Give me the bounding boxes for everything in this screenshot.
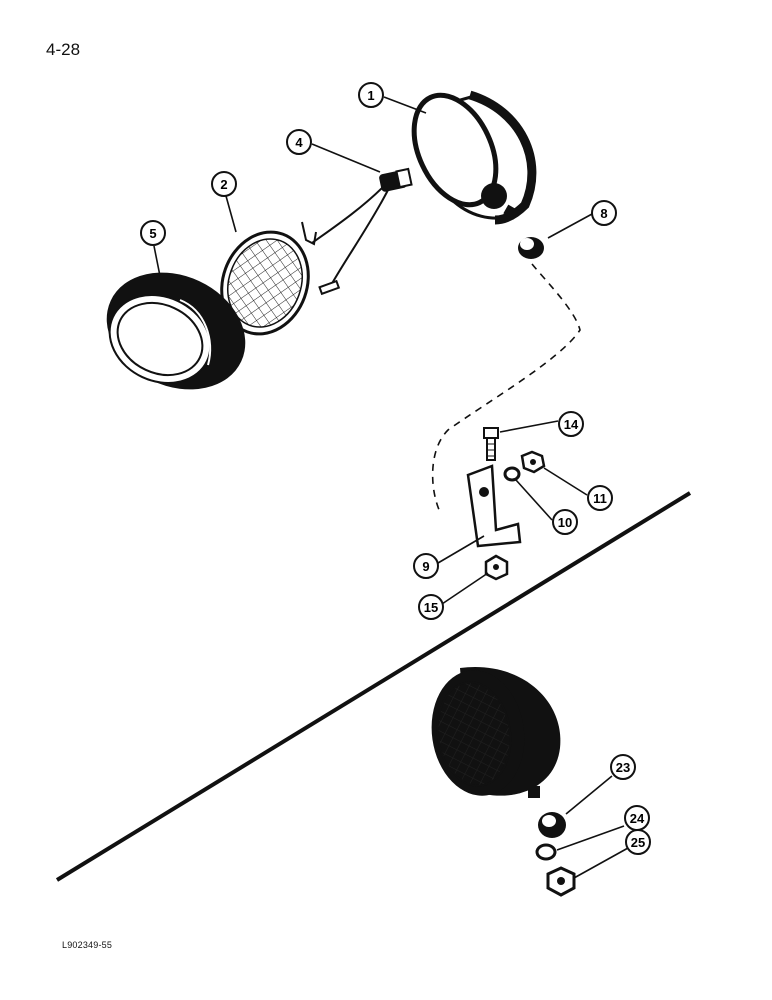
callout-23-label: 23 <box>616 760 630 775</box>
page-number: 4-28 <box>46 40 81 59</box>
nut-11 <box>520 450 546 474</box>
sealed-beam-lens <box>220 230 310 336</box>
callout-14-label: 14 <box>564 417 579 432</box>
lock-washer-24 <box>535 843 557 861</box>
callout-24-label: 24 <box>630 811 645 826</box>
callout-14: 14 <box>558 411 584 437</box>
callout-9: 9 <box>413 553 439 579</box>
callout-8: 8 <box>591 200 617 226</box>
callout-4-label: 4 <box>295 135 303 150</box>
spacer-nut-8 <box>518 237 544 259</box>
callout-24: 24 <box>624 805 650 831</box>
callout-25-label: 25 <box>631 835 645 850</box>
nut-25 <box>546 866 576 897</box>
section-divider-line <box>55 491 692 882</box>
callout-5: 5 <box>140 220 166 246</box>
callout-15: 15 <box>418 594 444 620</box>
wire-harness <box>301 167 413 296</box>
lamp-housing <box>411 90 537 225</box>
callout-5-label: 5 <box>149 226 156 241</box>
callout-10: 10 <box>552 509 578 535</box>
callout-23: 23 <box>610 754 636 780</box>
callout-8-label: 8 <box>600 206 607 221</box>
spacer-23 <box>538 812 566 838</box>
figure-code: L902349-55 <box>62 940 113 950</box>
callout-1: 1 <box>358 82 384 108</box>
callout-25: 25 <box>625 829 651 855</box>
lock-washer-10 <box>503 466 521 482</box>
bezel-ring <box>106 272 246 390</box>
callout-1-label: 1 <box>367 88 374 103</box>
callout-11: 11 <box>587 485 613 511</box>
mounting-path-line <box>431 263 581 513</box>
mounting-bracket-9 <box>466 464 522 548</box>
nut-15 <box>484 554 509 581</box>
assembled-lamp <box>431 666 561 798</box>
callout-15-label: 15 <box>424 600 438 615</box>
callout-9-label: 9 <box>422 559 429 574</box>
callout-4: 4 <box>286 129 312 155</box>
callout-2-label: 2 <box>220 177 227 192</box>
leader-lines <box>153 96 629 879</box>
callout-10-label: 10 <box>558 515 572 530</box>
callout-11-label: 11 <box>593 491 607 506</box>
bolt-14 <box>483 427 499 461</box>
callout-2: 2 <box>211 171 237 197</box>
